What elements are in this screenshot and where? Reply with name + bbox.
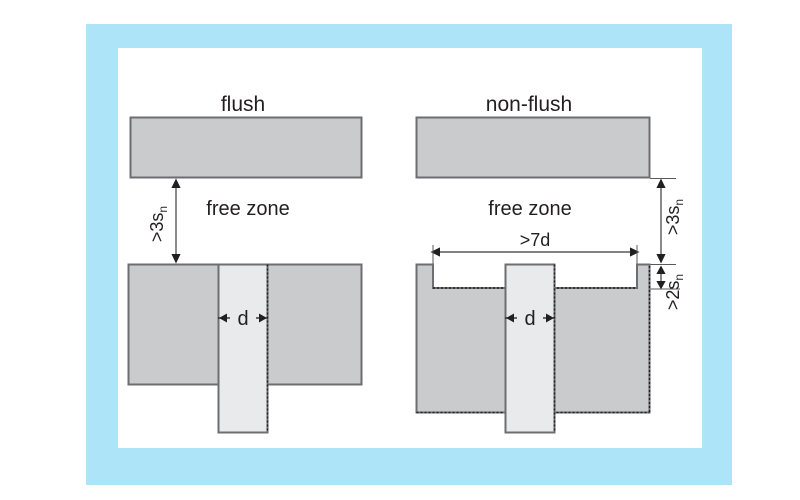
panel-non-flush: non-flush free zone >7d >3sn (415, 93, 686, 434)
svg-text:>3sn: >3sn (147, 206, 170, 242)
flush-d-arrowhead-right (259, 313, 267, 323)
panel-flush-title: flush (221, 93, 265, 116)
flush-gap-arrowhead-top (171, 178, 181, 188)
non-flush-gap-value: 3 (663, 215, 683, 225)
flush-free-zone-label: free zone (206, 198, 289, 220)
non-flush-free-zone-label: free zone (488, 198, 571, 220)
flush-gap-subscript: n (156, 206, 170, 213)
non-flush-width-arrowhead-left (430, 247, 440, 257)
flush-gap-dimension-label-group: >3sn (147, 206, 170, 242)
flush-gap-value: 3 (147, 222, 167, 232)
non-flush-gap-prefix: > (663, 225, 683, 236)
panel-non-flush-title: non-flush (486, 93, 572, 116)
non-flush-recess-arrowhead-bottom (656, 281, 666, 290)
flush-d-arrowhead-left (219, 313, 227, 323)
non-flush-recess-symbol: s (663, 281, 683, 290)
flush-target-block (129, 116, 363, 179)
flush-diameter-label: d (237, 308, 248, 330)
non-flush-recess-value: 2 (663, 290, 683, 300)
non-flush-recess-dimension-label-group: >2sn (663, 274, 686, 310)
non-flush-gap-symbol: s (663, 206, 683, 215)
flush-gap-arrowhead-bottom (171, 254, 181, 264)
non-flush-width-arrowhead-right (630, 247, 640, 257)
non-flush-target-block (415, 116, 651, 179)
non-flush-recess-subscript: n (672, 274, 686, 281)
non-flush-recess-prefix: > (663, 300, 683, 311)
non-flush-sensor-body (504, 263, 556, 434)
panel-flush: flush free zone >3sn d (127, 93, 363, 434)
flush-gap-prefix: > (147, 232, 167, 243)
non-flush-gap-dimension-label-group: >3sn (663, 199, 686, 235)
diagram-svg: flush free zone >3sn d (127, 93, 686, 434)
non-flush-width-label: >7d (520, 230, 551, 250)
diagram-canvas: flush free zone >3sn d (118, 48, 702, 448)
non-flush-diameter-label: d (524, 308, 535, 330)
flush-gap-symbol: s (147, 213, 167, 222)
non-flush-recess-arrowhead-top (656, 265, 666, 274)
non-flush-gap-arrowhead-bottom (656, 254, 666, 264)
non-flush-d-arrowhead-left (506, 313, 514, 323)
svg-text:>3sn: >3sn (663, 199, 686, 235)
flush-sensor-body (217, 263, 269, 434)
svg-text:>2sn: >2sn (663, 274, 686, 310)
non-flush-d-arrowhead-right (546, 313, 554, 323)
non-flush-gap-arrowhead-top (656, 178, 666, 188)
non-flush-gap-subscript: n (672, 199, 686, 206)
